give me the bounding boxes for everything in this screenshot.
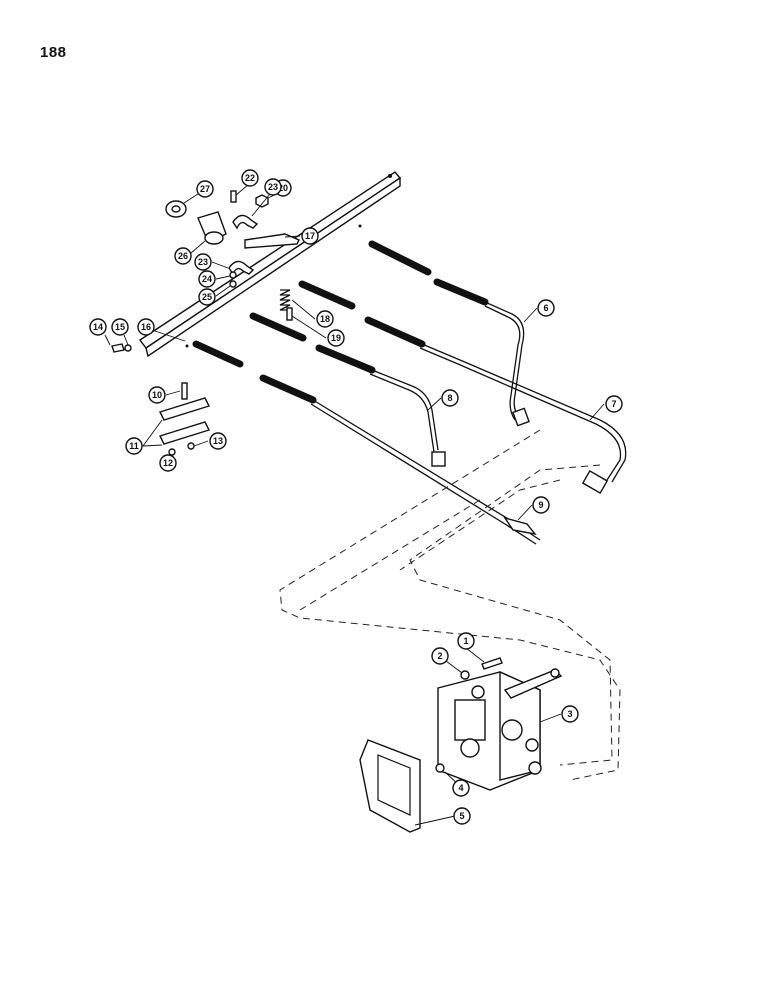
- svg-text:4: 4: [458, 783, 463, 793]
- svg-text:20: 20: [278, 183, 288, 193]
- svg-text:8: 8: [447, 393, 452, 403]
- callout-8: 8: [441, 389, 459, 407]
- callout-9: 9: [532, 496, 550, 514]
- callout-22: 22: [241, 169, 259, 187]
- callout-27: 27: [196, 180, 214, 198]
- callout-15: 15: [111, 318, 129, 336]
- svg-text:23: 23: [268, 182, 278, 192]
- svg-text:15: 15: [115, 322, 125, 332]
- callout-26: 26: [174, 247, 192, 265]
- svg-text:3: 3: [567, 709, 572, 719]
- svg-text:12: 12: [163, 458, 173, 468]
- svg-text:18: 18: [320, 314, 330, 324]
- svg-text:22: 22: [245, 173, 255, 183]
- svg-text:7: 7: [611, 399, 616, 409]
- svg-text:19: 19: [331, 333, 341, 343]
- callout-1: 1: [457, 632, 475, 650]
- svg-text:14: 14: [93, 322, 103, 332]
- mounting-bar: [138, 171, 402, 358]
- callout-13: 13: [209, 432, 227, 450]
- callout-18: 18: [316, 310, 334, 328]
- page-number: 188: [40, 44, 67, 61]
- gasket: [359, 739, 421, 833]
- callouts: 1 2 3 4 5 6 7 8 9 10 11 11 12 13 14 15 1…: [89, 169, 623, 825]
- callout-3: 3: [561, 705, 579, 723]
- callout-25: 25: [198, 288, 216, 306]
- svg-text:5: 5: [459, 811, 464, 821]
- svg-text:23: 23: [198, 257, 208, 267]
- callout-17: 17: [301, 227, 319, 245]
- callout-24: 24: [198, 270, 216, 288]
- callout-4: 4: [452, 779, 470, 797]
- svg-text:24: 24: [202, 274, 212, 284]
- svg-text:11: 11: [129, 441, 139, 451]
- svg-text:26: 26: [178, 251, 188, 261]
- svg-text:25: 25: [202, 292, 212, 302]
- svg-text:17: 17: [305, 231, 315, 241]
- dashed-routing: [279, 429, 621, 781]
- svg-text:2: 2: [437, 651, 442, 661]
- svg-text:16: 16: [141, 322, 151, 332]
- hardware-group: [111, 190, 300, 456]
- svg-text:13: 13: [213, 436, 223, 446]
- callout-5: 5: [453, 807, 471, 825]
- svg-text:10: 10: [152, 390, 162, 400]
- callout-12: 12: [159, 454, 177, 472]
- svg-text:27: 27: [200, 184, 210, 194]
- control-valve: [435, 657, 563, 791]
- callout-23a: 23: [264, 178, 282, 196]
- callout-19: 19: [327, 329, 345, 347]
- svg-text:9: 9: [538, 500, 543, 510]
- callout-16: 16: [137, 318, 155, 336]
- callout-11a: 11: [125, 437, 143, 455]
- hoses: [192, 240, 627, 545]
- svg-text:6: 6: [543, 303, 548, 313]
- callout-6: 6: [537, 299, 555, 317]
- callout-14: 14: [89, 318, 107, 336]
- callout-23b: 23: [194, 253, 212, 271]
- svg-text:1: 1: [463, 636, 468, 646]
- callout-2: 2: [431, 647, 449, 665]
- callout-7: 7: [605, 395, 623, 413]
- callout-10: 10: [148, 386, 166, 404]
